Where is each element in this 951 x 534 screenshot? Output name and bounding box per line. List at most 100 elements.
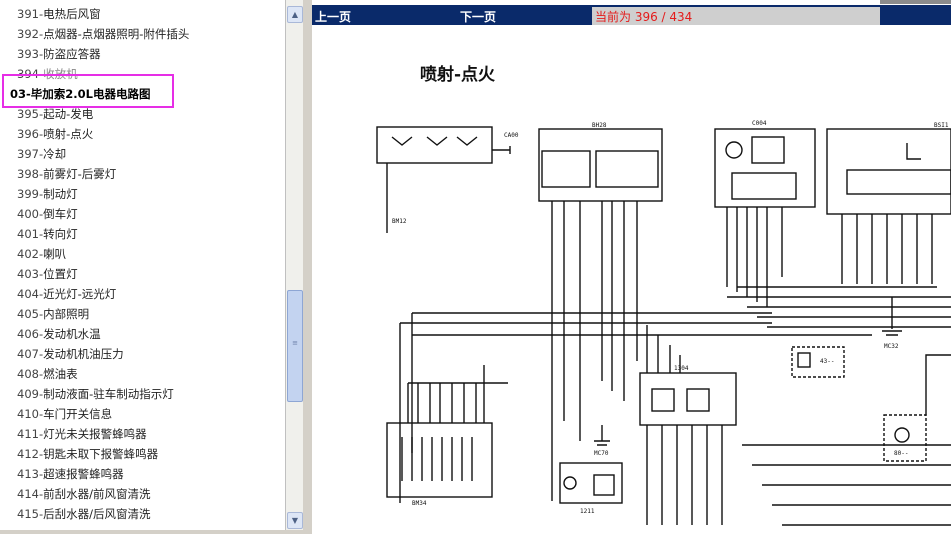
prev-page-button[interactable]: 上一页 <box>315 10 352 24</box>
selected-item-highlight <box>2 74 174 108</box>
list-item[interactable]: 405-内部照明 <box>17 307 89 321</box>
label-mc70: MC70 <box>594 450 609 457</box>
list-item-number: 398- <box>17 167 44 181</box>
list-item[interactable]: 407-发动机机油压力 <box>17 347 124 361</box>
list-item-label: 超速报警蜂鸣器 <box>43 467 124 481</box>
list-item-label: 防盗应答器 <box>43 47 101 61</box>
list-item-label: 发动机机油压力 <box>43 347 124 361</box>
c004-box <box>714 128 816 208</box>
list-item-label: 位置灯 <box>43 267 78 281</box>
label-mc32: MC32 <box>884 343 899 350</box>
list-item-label: 点烟器-点烟器照明-附件插头 <box>43 27 190 41</box>
grip-icon: ≡ <box>292 339 298 347</box>
list-item-number: 413- <box>17 467 44 481</box>
list-item-label: 车门开关信息 <box>43 407 113 421</box>
diagram-title: 喷射-点火 <box>420 65 496 85</box>
list-item[interactable]: 413-超速报警蜂鸣器 <box>17 467 124 481</box>
list-item-number: 403- <box>17 267 44 281</box>
list-item-label: 前刮水器/前风窗清洗 <box>43 487 151 501</box>
list-item-number: 407- <box>17 347 44 361</box>
list-scrollbar[interactable]: ▲ ≡ ▼ <box>285 0 303 530</box>
ca00-box <box>376 126 493 164</box>
list-item[interactable]: 398-前雾灯-后雾灯 <box>17 167 116 181</box>
list-item[interactable]: 397-冷却 <box>17 147 66 161</box>
next-page-button[interactable]: 下一页 <box>460 10 497 24</box>
bm34-box <box>386 422 493 498</box>
list-item-label: 灯光未关报警蜂鸣器 <box>43 427 147 441</box>
list-item-number: 399- <box>17 187 44 201</box>
bh28-box <box>538 128 663 202</box>
page-indicator-box: 当前为 396 / 434 <box>592 7 880 25</box>
list-item[interactable]: 396-喷射-点火 <box>17 127 93 141</box>
page-toolbar: 上一页 下一页 当前为 396 / 434 <box>312 5 951 25</box>
list-item-label: 起动-发电 <box>43 107 94 121</box>
list-item[interactable]: 411-灯光未关报警蜂鸣器 <box>17 427 147 441</box>
document-viewer: 上一页 下一页 当前为 396 / 434 喷射-点火 <box>312 0 951 534</box>
list-item[interactable]: 400-倒车灯 <box>17 207 78 221</box>
list-item[interactable]: 409-制动液面-驻车制动指示灯 <box>17 387 174 401</box>
list-item-label: 冷却 <box>43 147 67 161</box>
top-strip <box>880 0 951 4</box>
list-item-number: 393- <box>17 47 44 61</box>
page-indicator: 当前为 396 / 434 <box>595 10 693 24</box>
pane-splitter[interactable] <box>303 0 312 534</box>
list-item-label: 钥匙未取下报警蜂鸣器 <box>43 447 159 461</box>
list-item-number: 411- <box>17 427 44 441</box>
list-item-label: 制动灯 <box>43 187 78 201</box>
list-item[interactable]: 415-后刮水器/后风窗清洗 <box>17 507 150 521</box>
scroll-thumb[interactable]: ≡ <box>287 290 303 402</box>
list-item-label: 前雾灯-后雾灯 <box>43 167 117 181</box>
highlighted-topic[interactable]: 03-毕加索2.0L电器电路图 <box>10 87 151 101</box>
scroll-down-button[interactable]: ▼ <box>287 512 303 529</box>
label-c80: 80-- <box>894 450 908 457</box>
list-item[interactable]: 391-电热后风窗 <box>17 7 101 21</box>
label-bm34: BM34 <box>412 500 427 507</box>
list-item-number: 406- <box>17 327 44 341</box>
label-c43: 43-- <box>820 358 834 365</box>
list-item-number: 408- <box>17 367 44 381</box>
list-item-label: 近光灯-远光灯 <box>43 287 117 301</box>
list-item[interactable]: 404-近光灯-远光灯 <box>17 287 116 301</box>
label-c1304: 1304 <box>674 365 689 372</box>
label-ca00: CA00 <box>504 132 519 139</box>
list-item[interactable]: 406-发动机水温 <box>17 327 101 341</box>
list-item[interactable]: 410-车门开关信息 <box>17 407 112 421</box>
list-item-label: 内部照明 <box>43 307 90 321</box>
list-item[interactable]: 403-位置灯 <box>17 267 78 281</box>
label-c1211: 1211 <box>580 508 595 515</box>
list-item[interactable]: 401-转向灯 <box>17 227 78 241</box>
list-item-label: 喇叭 <box>43 247 67 261</box>
list-item-number: 400- <box>17 207 44 221</box>
list-item-number: 412- <box>17 447 44 461</box>
list-item[interactable]: 399-制动灯 <box>17 187 78 201</box>
bsi1-box <box>826 128 951 215</box>
list-item-label: 制动液面-驻车制动指示灯 <box>43 387 174 401</box>
list-item[interactable]: 392-点烟器-点烟器照明-附件插头 <box>17 27 189 41</box>
list-item[interactable]: 395-起动-发电 <box>17 107 93 121</box>
c80-box <box>883 414 927 462</box>
list-item[interactable]: 414-前刮水器/前风窗清洗 <box>17 487 150 501</box>
label-bm12: BM12 <box>392 218 407 225</box>
list-item-number: 415- <box>17 507 44 521</box>
list-item-number: 392- <box>17 27 44 41</box>
scroll-up-button[interactable]: ▲ <box>287 6 303 23</box>
c43-box <box>791 346 845 378</box>
list-item[interactable]: 402-喇叭 <box>17 247 66 261</box>
c1304-box <box>639 372 737 426</box>
list-item-number: 396- <box>17 127 44 141</box>
wiring-diagram: 喷射-点火 <box>312 25 951 534</box>
label-bsi1: BSI1 <box>934 122 949 129</box>
list-item-label: 燃油表 <box>43 367 78 381</box>
list-item[interactable]: 412-钥匙未取下报警蜂鸣器 <box>17 447 158 461</box>
list-item-number: 404- <box>17 287 44 301</box>
list-item-number: 405- <box>17 307 44 321</box>
list-item-number: 409- <box>17 387 44 401</box>
list-item-number: 397- <box>17 147 44 161</box>
list-item-number: 410- <box>17 407 44 421</box>
list-item-number: 402- <box>17 247 44 261</box>
list-item[interactable]: 393-防盗应答器 <box>17 47 101 61</box>
list-item[interactable]: 408-燃油表 <box>17 367 78 381</box>
list-item-label: 倒车灯 <box>43 207 78 221</box>
list-item-label: 转向灯 <box>43 227 78 241</box>
